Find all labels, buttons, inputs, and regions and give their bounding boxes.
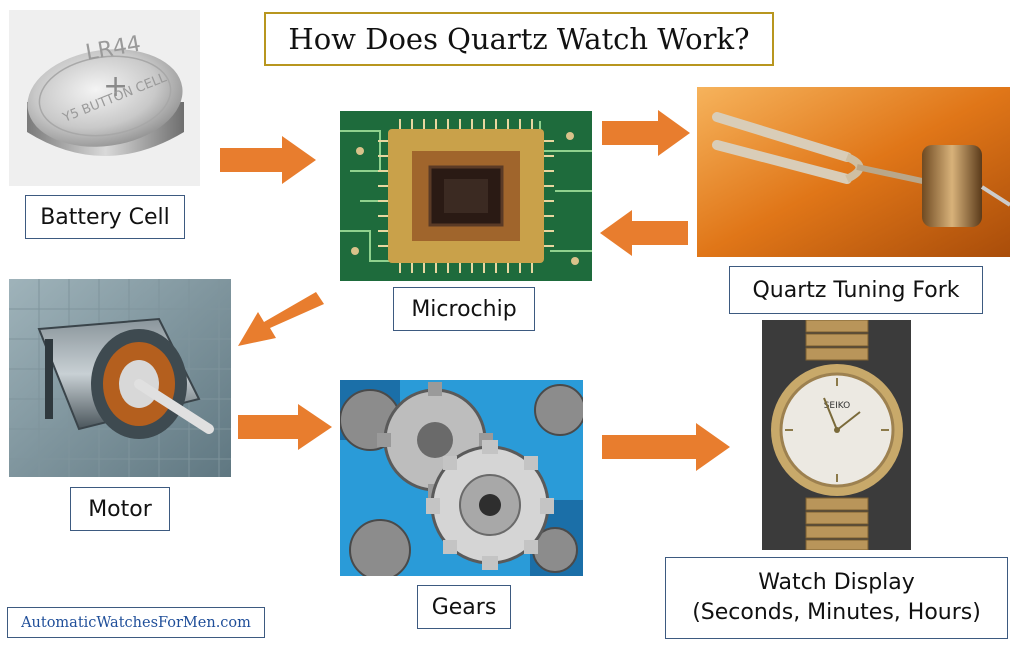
watch-image: SEIKO bbox=[762, 320, 911, 550]
arrow-microchip-to-fork bbox=[602, 110, 690, 156]
arrow-fork-to-microchip bbox=[600, 210, 688, 256]
watch-display-label: Watch Display (Seconds, Minutes, Hours) bbox=[665, 557, 1008, 639]
diagram-title: How Does Quartz Watch Work? bbox=[264, 12, 774, 66]
battery-label: Battery Cell bbox=[25, 195, 185, 239]
footer-site-link[interactable]: AutomaticWatchesForMen.com bbox=[7, 607, 265, 638]
microchip-image bbox=[340, 111, 592, 281]
watch-display-label-line1: Watch Display bbox=[758, 570, 915, 596]
tuning-fork-label: Quartz Tuning Fork bbox=[729, 266, 983, 314]
arrow-motor-to-gears bbox=[238, 404, 332, 450]
microchip-label: Microchip bbox=[393, 287, 535, 331]
gears-label: Gears bbox=[417, 585, 511, 629]
battery-image: LR44 + Y5 BUTTON CELL bbox=[9, 10, 200, 186]
battery-plus-sign: + bbox=[103, 69, 128, 104]
watch-display-label-line2: (Seconds, Minutes, Hours) bbox=[692, 600, 981, 625]
tuning-fork-image bbox=[697, 87, 1010, 257]
arrow-battery-to-microchip bbox=[220, 136, 316, 184]
arrow-gears-to-watch bbox=[602, 423, 730, 471]
motor-label: Motor bbox=[70, 487, 170, 531]
watch-brand-text: SEIKO bbox=[824, 401, 851, 411]
arrow-microchip-to-motor bbox=[238, 288, 324, 352]
motor-image bbox=[9, 279, 231, 477]
gears-image bbox=[340, 380, 583, 576]
